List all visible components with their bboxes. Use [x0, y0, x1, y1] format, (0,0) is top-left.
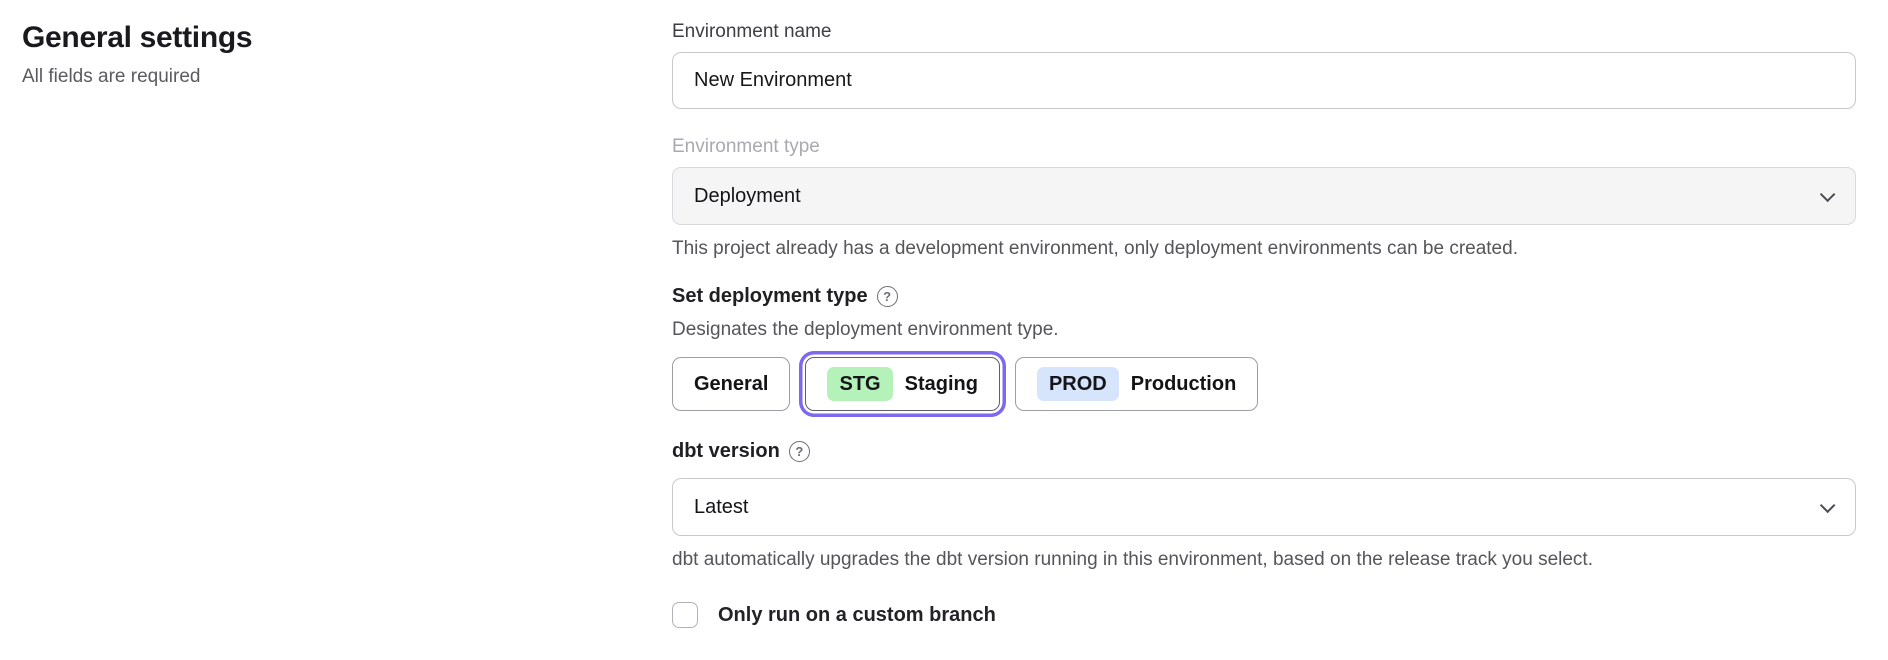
staging-badge: STG: [827, 367, 893, 401]
settings-form: Environment name Environment type Deploy…: [672, 0, 1856, 660]
question-circle-icon[interactable]: ?: [788, 440, 810, 462]
page-title: General settings: [22, 21, 253, 54]
environment-type-label: Environment type: [672, 136, 820, 157]
production-badge: PROD: [1036, 367, 1119, 401]
environment-type-select: Deployment: [672, 167, 1856, 225]
dbt-version-label: dbt version: [672, 440, 780, 462]
settings-intro: General settings All fields are required: [0, 0, 672, 660]
custom-branch-checkbox[interactable]: [672, 602, 698, 628]
question-circle-icon[interactable]: ?: [876, 285, 898, 307]
deployment-type-general-label: General: [694, 372, 769, 395]
deployment-type-production-label: Production: [1130, 372, 1237, 395]
custom-branch-row: Only run on a custom branch: [672, 602, 1856, 628]
environment-type-helper: This project already has a development e…: [672, 238, 1518, 259]
page-subtitle: All fields are required: [22, 66, 201, 87]
environment-name-input[interactable]: [672, 52, 1856, 109]
dbt-version-helper: dbt automatically upgrades the dbt versi…: [672, 549, 1593, 570]
dbt-version-value: Latest: [694, 495, 749, 518]
environment-type-value: Deployment: [694, 184, 801, 207]
chevron-down-icon: [1819, 497, 1836, 513]
deployment-type-general-button[interactable]: General: [672, 357, 791, 411]
deployment-type-description: Designates the deployment environment ty…: [672, 319, 1059, 340]
dbt-version-select[interactable]: Latest: [672, 478, 1856, 536]
environment-name-label: Environment name: [672, 21, 832, 42]
chevron-down-icon: [1819, 186, 1836, 202]
deployment-type-label: Set deployment type: [672, 285, 868, 307]
deployment-type-production-button[interactable]: PROD Production: [1014, 357, 1259, 411]
deployment-type-options: General STG Staging PROD Production: [672, 357, 1856, 411]
deployment-type-staging-label: Staging: [904, 372, 978, 395]
deployment-type-staging-button[interactable]: STG Staging: [805, 357, 1000, 411]
custom-branch-label[interactable]: Only run on a custom branch: [718, 603, 996, 626]
